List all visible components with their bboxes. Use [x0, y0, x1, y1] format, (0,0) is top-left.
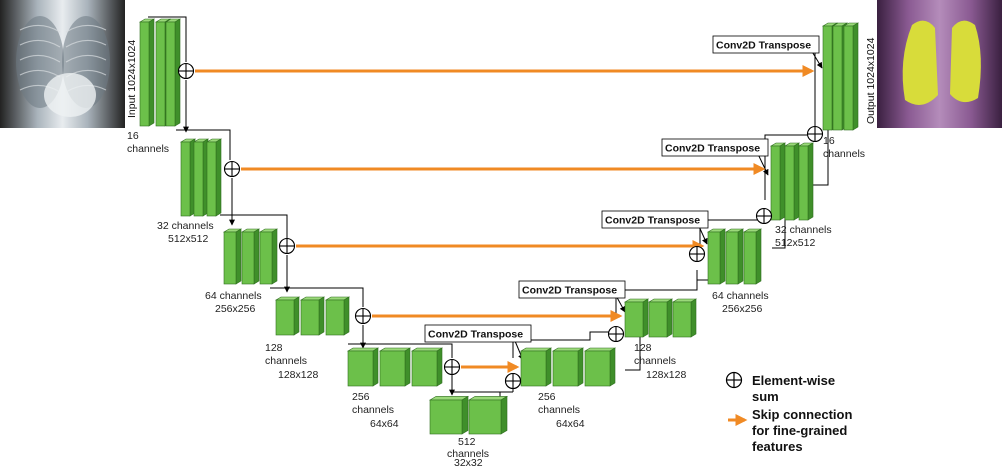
- dec4-block-3: [671, 298, 698, 338]
- legend-sum-line1: Element-wise: [752, 373, 835, 388]
- enc3-block-1: [222, 228, 243, 285]
- dec4-label-3: 128x128: [646, 369, 686, 381]
- enc5-block-1: [346, 347, 380, 387]
- enc1-label-2: channels: [127, 143, 169, 155]
- plus-circle-icon: [223, 160, 241, 178]
- enc2-label-1: 32 channels: [157, 220, 214, 232]
- conv-transpose-label-1: Conv2D Transpose: [712, 35, 820, 54]
- legend-skip-line3: features: [752, 439, 803, 454]
- dec3-block-2: [724, 228, 745, 285]
- legend-skip-line1: Skip connection: [752, 407, 852, 422]
- dec5-label-2: channels: [538, 404, 580, 416]
- input-xray-image: [0, 0, 125, 128]
- input-label: Input 1024x1024: [126, 40, 138, 118]
- plus-circle-icon: [607, 325, 625, 343]
- dec4-block-1: [623, 298, 650, 338]
- dec2-block-1: [769, 142, 787, 221]
- conv-transpose-label-2: Conv2D Transpose: [661, 138, 769, 157]
- dec5-label-1: 256: [538, 391, 556, 403]
- dec3-block-3: [742, 228, 763, 285]
- enc2-block-1: [179, 138, 197, 217]
- enc4-label-2: channels: [265, 355, 307, 367]
- plus-circle-icon: [177, 62, 195, 80]
- dec5-block-1: [519, 347, 553, 387]
- conv-transpose-text: Conv2D Transpose: [522, 285, 617, 297]
- plus-circle-icon: [688, 245, 706, 263]
- dec4-label-1: 128: [634, 342, 652, 354]
- dec3-label-2: 256x256: [722, 303, 762, 315]
- dec2-label-2: 512x512: [775, 237, 815, 249]
- plus-circle-icon: [755, 207, 773, 225]
- enc5-label-2: channels: [352, 404, 394, 416]
- dec1-label-2: channels: [823, 148, 865, 160]
- dec3-label-1: 64 channels: [712, 290, 769, 302]
- dec3-block-1: [706, 228, 727, 285]
- plus-circle-icon: [278, 237, 296, 255]
- conv-transpose-text: Conv2D Transpose: [665, 143, 760, 155]
- enc4-block-1: [274, 296, 301, 336]
- dec5-block-3: [583, 347, 617, 387]
- bottleneck-label-1: 512: [458, 436, 476, 448]
- skip-connections: [195, 65, 815, 373]
- enc4-label-1: 128: [265, 342, 283, 354]
- bottleneck-block-1: [428, 395, 470, 435]
- plus-circle-icon: [806, 125, 824, 143]
- plus-circle-icon: [354, 307, 372, 325]
- bottleneck-label-2: channels: [447, 448, 489, 460]
- conv-transpose-text: Conv2D Transpose: [428, 329, 523, 341]
- enc5-block-2: [378, 347, 412, 387]
- dec4-label-2: channels: [634, 355, 676, 367]
- enc3-label-1: 64 channels: [205, 290, 262, 302]
- enc1-block-1: [138, 18, 156, 127]
- enc5-label-1: 256: [352, 391, 370, 403]
- dec2-label-1: 32 channels: [775, 224, 832, 236]
- dec1-block-3: [842, 22, 860, 131]
- enc4-block-2: [299, 296, 326, 336]
- plus-circle-icon: [504, 372, 522, 390]
- conv-transpose-text: Conv2D Transpose: [716, 40, 811, 52]
- enc1-label-1: 16: [127, 130, 139, 142]
- legend-sum-line2: sum: [752, 389, 779, 404]
- enc2-label-2: 512x512: [168, 233, 208, 245]
- dec5-label-3: 64x64: [556, 418, 585, 430]
- conv-transpose-label-4: Conv2D Transpose: [518, 280, 626, 299]
- output-segmentation-image: [877, 0, 1002, 128]
- legend: Element-wise sum Skip connection for fin…: [725, 371, 852, 454]
- plus-circle-icon: [725, 371, 743, 389]
- enc4-label-3: 128x128: [278, 369, 318, 381]
- enc1-block-3: [164, 18, 182, 127]
- bottleneck-block-2: [467, 395, 509, 435]
- bottleneck-label-3: 32x32: [454, 457, 483, 466]
- enc3-block-2: [240, 228, 261, 285]
- feature-map-blocks: [138, 18, 860, 435]
- legend-skip-line2: for fine-grained: [752, 423, 847, 438]
- enc5-label-3: 64x64: [370, 418, 399, 430]
- dec2-block-3: [797, 142, 815, 221]
- dec2-block-2: [783, 142, 801, 221]
- plus-circle-icon: [443, 358, 461, 376]
- enc3-block-3: [258, 228, 279, 285]
- enc2-block-2: [192, 138, 210, 217]
- enc2-block-3: [205, 138, 223, 217]
- dec4-block-2: [647, 298, 674, 338]
- conv-transpose-label-5: Conv2D Transpose: [424, 324, 532, 343]
- element-wise-sum-nodes: [177, 62, 824, 390]
- output-label: Output 1024x1024: [865, 37, 877, 124]
- enc4-block-3: [324, 296, 351, 336]
- conv-transpose-label-3: Conv2D Transpose: [601, 210, 709, 229]
- enc3-label-2: 256x256: [215, 303, 255, 315]
- dec5-block-2: [551, 347, 585, 387]
- enc5-block-3: [410, 347, 444, 387]
- dec1-label-1: 16: [823, 135, 835, 147]
- connection-lines: [148, 16, 829, 400]
- conv-transpose-text: Conv2D Transpose: [605, 215, 700, 227]
